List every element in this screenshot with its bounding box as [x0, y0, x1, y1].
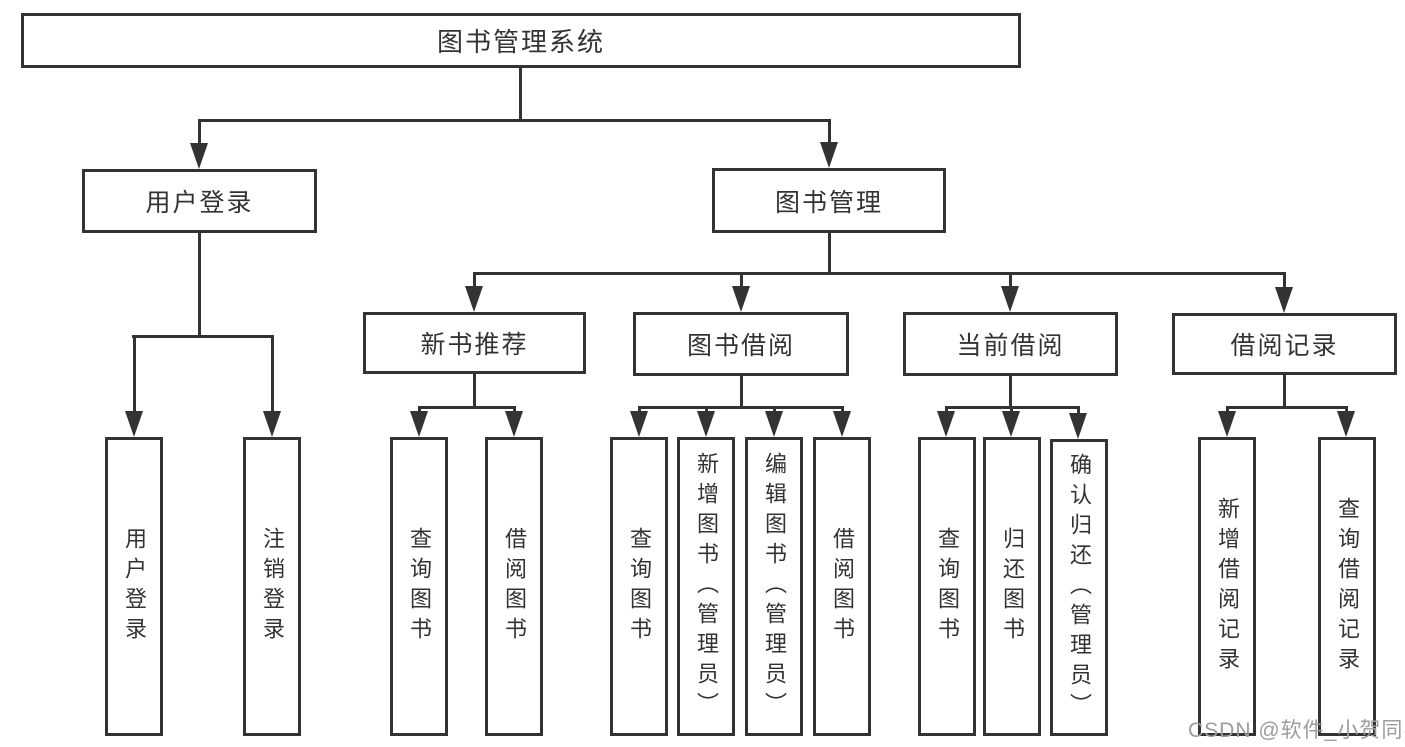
leaf-return-books: 归还图书	[983, 437, 1041, 736]
leaf-borrow-books: 借阅图书	[813, 437, 871, 736]
node-book-management: 图书管理	[712, 168, 946, 233]
arrow-down-icon	[263, 411, 281, 437]
connector-line	[1009, 272, 1012, 290]
connector-line	[828, 233, 831, 274]
leaf-borrow-books-recommend: 借阅图书	[485, 437, 543, 736]
arrow-down-icon	[505, 411, 523, 437]
arrow-down-icon	[125, 411, 143, 437]
arrow-down-icon	[1218, 411, 1236, 437]
connector-line	[271, 335, 274, 413]
node-library-system: 图书管理系统	[21, 13, 1021, 68]
connector-line	[132, 335, 274, 338]
leaf-query-books-recommend: 查询图书	[390, 437, 448, 736]
connector-line	[198, 119, 831, 122]
node-current-borrow: 当前借阅	[903, 312, 1118, 376]
arrow-down-icon	[630, 411, 648, 437]
leaf-edit-books-admin: 编辑图书（管理员）	[745, 437, 803, 736]
node-new-book-recommend: 新书推荐	[363, 312, 586, 374]
arrow-down-icon	[833, 411, 851, 437]
leaf-logout: 注销登录	[243, 437, 301, 736]
arrow-down-icon	[410, 411, 428, 437]
connector-line	[198, 119, 201, 149]
leaf-user-login: 用户登录	[105, 437, 163, 736]
leaf-add-borrow-record: 新增借阅记录	[1198, 437, 1256, 736]
connector-line	[638, 406, 843, 409]
arrow-down-icon	[765, 411, 783, 437]
leaf-query-books-borrow: 查询图书	[610, 437, 668, 736]
connector-line	[740, 376, 743, 406]
arrow-down-icon	[190, 143, 208, 169]
connector-line	[828, 119, 831, 149]
node-borrow-records: 借阅记录	[1172, 313, 1397, 375]
connector-line	[519, 68, 522, 119]
leaf-confirm-return-admin: 确认归还（管理员）	[1050, 439, 1108, 736]
csdn-watermark: CSDN @软件_小贺同学	[1188, 719, 1405, 742]
leaf-query-books-current: 查询图书	[918, 437, 976, 736]
arrow-down-icon	[1275, 287, 1293, 313]
connector-line	[1226, 406, 1347, 409]
leaf-add-books-admin: 新增图书（管理员）	[677, 437, 735, 736]
connector-line	[1283, 272, 1286, 290]
connector-line	[473, 374, 476, 406]
connector-line	[473, 272, 476, 290]
arrow-down-icon	[937, 411, 955, 437]
connector-line	[1283, 375, 1286, 406]
connector-line	[473, 272, 1286, 275]
arrow-down-icon	[732, 286, 750, 312]
connector-line	[740, 272, 743, 290]
arrow-down-icon	[1002, 411, 1020, 437]
node-book-borrow: 图书借阅	[633, 312, 849, 376]
connector-line	[198, 233, 201, 335]
connector-line	[133, 335, 136, 413]
connector-line	[1009, 376, 1012, 406]
arrow-down-icon	[697, 411, 715, 437]
arrow-down-icon	[820, 142, 838, 168]
leaf-query-borrow-record: 查询借阅记录	[1318, 437, 1376, 736]
arrow-down-icon	[1337, 411, 1355, 437]
arrow-down-icon	[1069, 413, 1087, 439]
node-user-login: 用户登录	[82, 169, 317, 233]
connector-line	[418, 406, 516, 409]
arrow-down-icon	[465, 286, 483, 312]
arrow-down-icon	[1001, 286, 1019, 312]
